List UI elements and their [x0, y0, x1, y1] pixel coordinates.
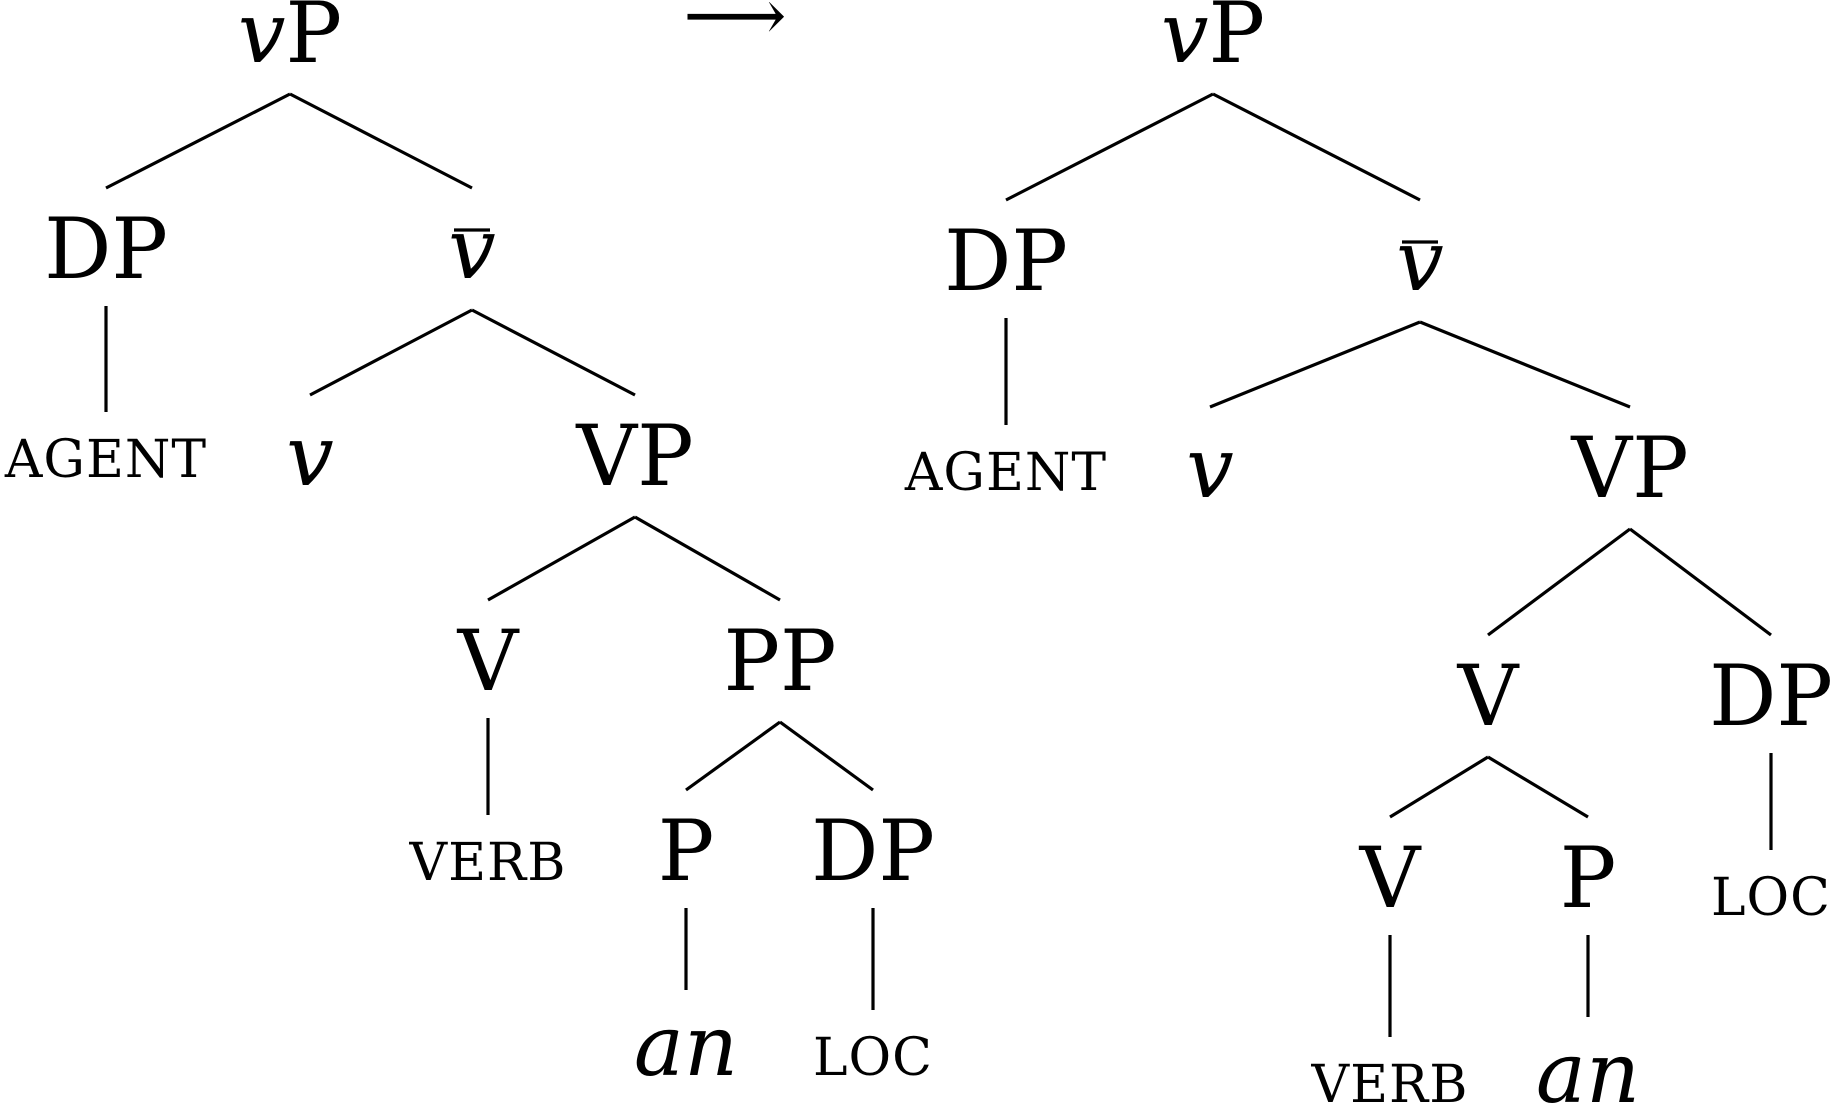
- tree2-edge-1: [1212, 92, 1421, 202]
- tree2-edge-1-1-0-0: [1389, 755, 1489, 819]
- tree2-edge-1-1-1: [1629, 527, 1772, 637]
- tree2-node-1-1-0: V: [1457, 647, 1520, 745]
- tree1-node-1-1-0: V: [457, 612, 520, 710]
- tree2-node-1-1: VP: [1570, 419, 1688, 517]
- tree2-node-1-0: v: [1186, 419, 1233, 517]
- tree2-node-root: vP: [1161, 0, 1265, 82]
- tree1-node-1-0: v: [286, 407, 333, 505]
- tree2-node-1-1-0-0: V: [1359, 829, 1422, 927]
- tree1-node-0-0: AGENT: [4, 430, 207, 490]
- tree1-node-1-1-0-0: VERB: [409, 833, 567, 893]
- tree1-node-root: vP: [238, 0, 342, 82]
- tree1-node-1-1-1-1-0: LOC: [813, 1028, 933, 1088]
- tree1-edge-1-0: [309, 308, 473, 397]
- tree2-node-1-1-0-0-0: VERB: [1311, 1055, 1469, 1104]
- tree2-node-1-1-1-0: LOC: [1711, 868, 1830, 928]
- tree1-edge-1-1-1-0: [685, 720, 781, 792]
- tree2-node-1: v: [1396, 212, 1443, 310]
- tree2-edge-0: [1005, 92, 1214, 202]
- tree1-edge-0: [105, 92, 291, 190]
- tree2-node-1-1-0-1-0: an: [1536, 1024, 1640, 1104]
- tree1-edge-1-1-0: [487, 515, 636, 602]
- tree1-node-0: DP: [44, 200, 168, 298]
- tree2-node-0-0: AGENT: [904, 443, 1107, 503]
- tree1-node-1: v: [448, 200, 495, 298]
- tree2-node-1-1-1: DP: [1709, 647, 1830, 745]
- tree1-node-1-1-1-0: P: [658, 802, 715, 900]
- tree2-edge-1-1-0-1: [1487, 755, 1589, 819]
- tree2-node-1-1-0-1: P: [1560, 829, 1617, 927]
- tree2-node-0: DP: [944, 212, 1068, 310]
- tree1-edge-1: [289, 92, 473, 190]
- tree1-node-1-1-1-1: DP: [811, 802, 935, 900]
- tree1-node-1-1-1-0-0: an: [634, 997, 738, 1095]
- tree1-edge-1-1-1: [634, 515, 781, 602]
- transformation-arrow: ⟶: [683, 0, 786, 57]
- tree2-edge-1-1-0: [1487, 527, 1631, 637]
- tree1-edge-1-1-1-1: [779, 720, 874, 792]
- tree2-edge-1-0: [1209, 320, 1421, 409]
- tree2-edge-1-1: [1419, 320, 1631, 409]
- tree1-node-1-1-1: PP: [723, 612, 836, 710]
- tree1-edge-1-1: [471, 308, 636, 397]
- tree1-node-1-1: VP: [575, 407, 693, 505]
